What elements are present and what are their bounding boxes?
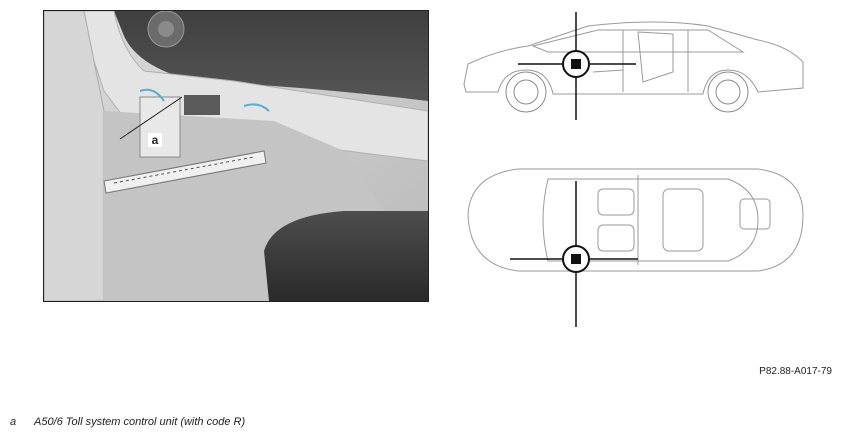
legend-text: A50/6 Toll system control unit (with cod… [34, 416, 246, 428]
interior-illustration [44, 11, 428, 301]
vehicle-side-drawing [463, 12, 804, 120]
legend-key: a [10, 416, 17, 428]
vehicle-top-drawing [467, 168, 804, 327]
location-marker-icon [518, 12, 636, 120]
legend: a A50/6 Toll system control unit (with co… [10, 416, 245, 428]
figure-reference-code: P82.88-A017-79 [759, 366, 832, 377]
installation-location-photo: a [43, 10, 429, 302]
vehicle-side-view [458, 12, 808, 129]
vehicle-top-view [458, 155, 808, 335]
callout-label-a: a [148, 133, 162, 147]
location-marker-icon [510, 181, 638, 327]
